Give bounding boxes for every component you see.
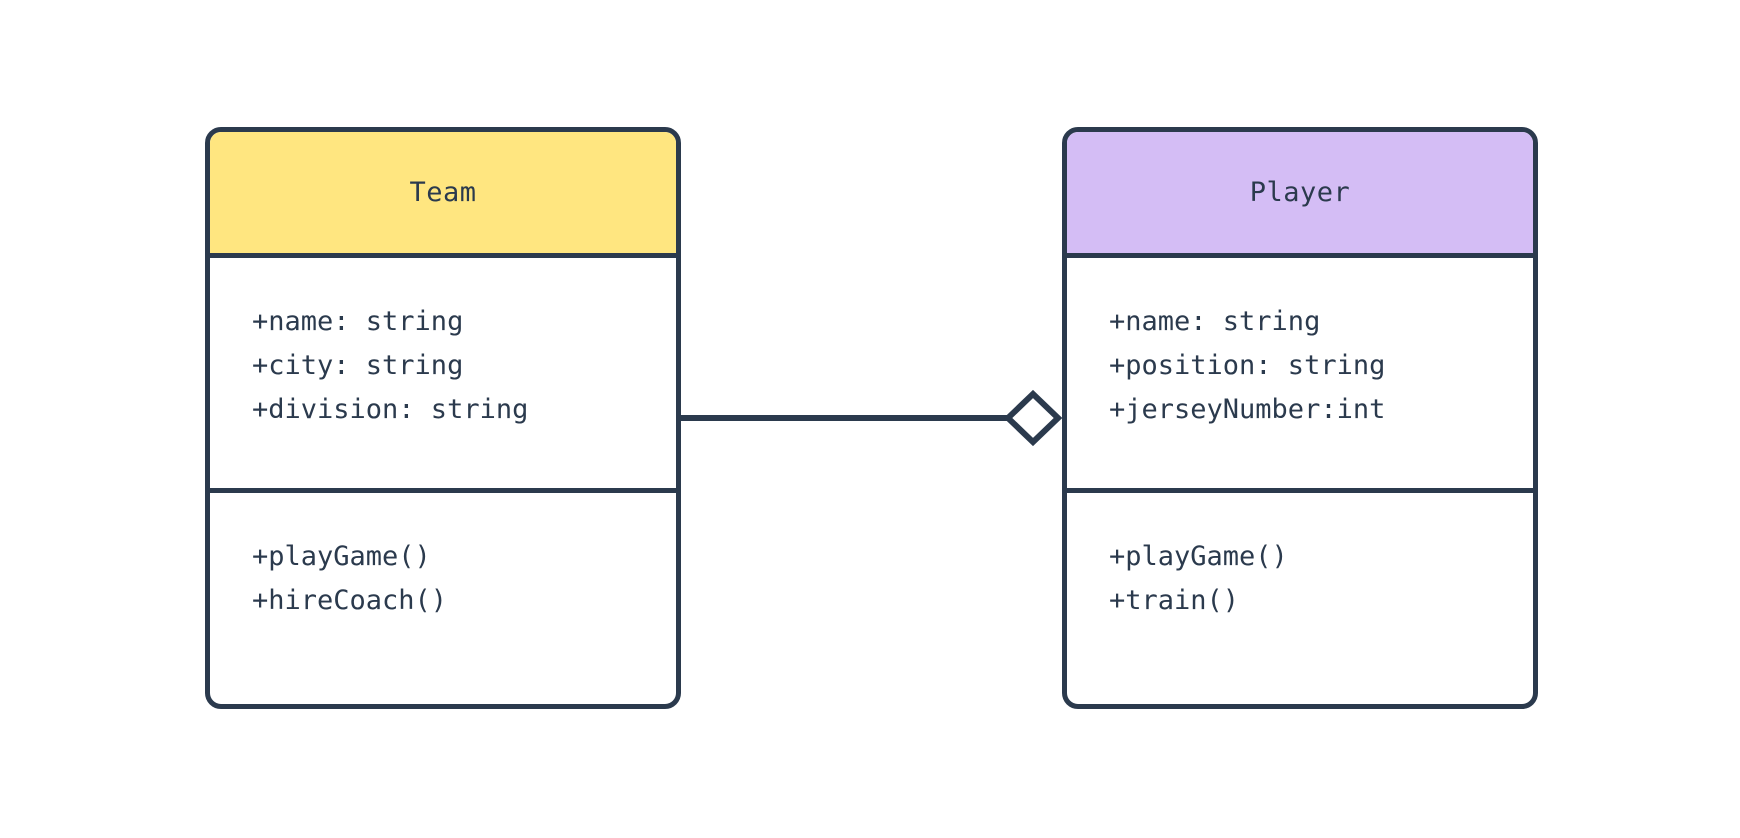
aggregation-connector [680,389,1063,447]
attribute-row: +division: string [252,394,529,425]
method-row: +playGame() [1109,541,1288,572]
attribute-row: +position: string [1109,350,1386,381]
class-attributes-team: +name: string +city: string +division: s… [210,258,676,493]
class-attributes-player: +name: string +position: string +jerseyN… [1067,258,1533,493]
class-header-player: Player [1067,132,1533,258]
attribute-row: +name: string [252,306,464,337]
method-row: +hireCoach() [252,585,448,616]
attribute-row: +city: string [252,350,464,381]
class-header-team: Team [210,132,676,258]
class-title-team: Team [409,177,477,208]
class-methods-team: +playGame() +hireCoach() [210,493,676,704]
aggregation-diamond-icon [1003,389,1063,447]
method-row: +train() [1109,585,1240,616]
class-title-player: Player [1249,177,1351,208]
attribute-row: +name: string [1109,306,1321,337]
method-row: +playGame() [252,541,431,572]
class-methods-player: +playGame() +train() [1067,493,1533,704]
class-box-team[interactable]: Team +name: string +city: string +divisi… [205,127,681,709]
attribute-row: +jerseyNumber:int [1109,394,1386,425]
class-box-player[interactable]: Player +name: string +position: string +… [1062,127,1538,709]
